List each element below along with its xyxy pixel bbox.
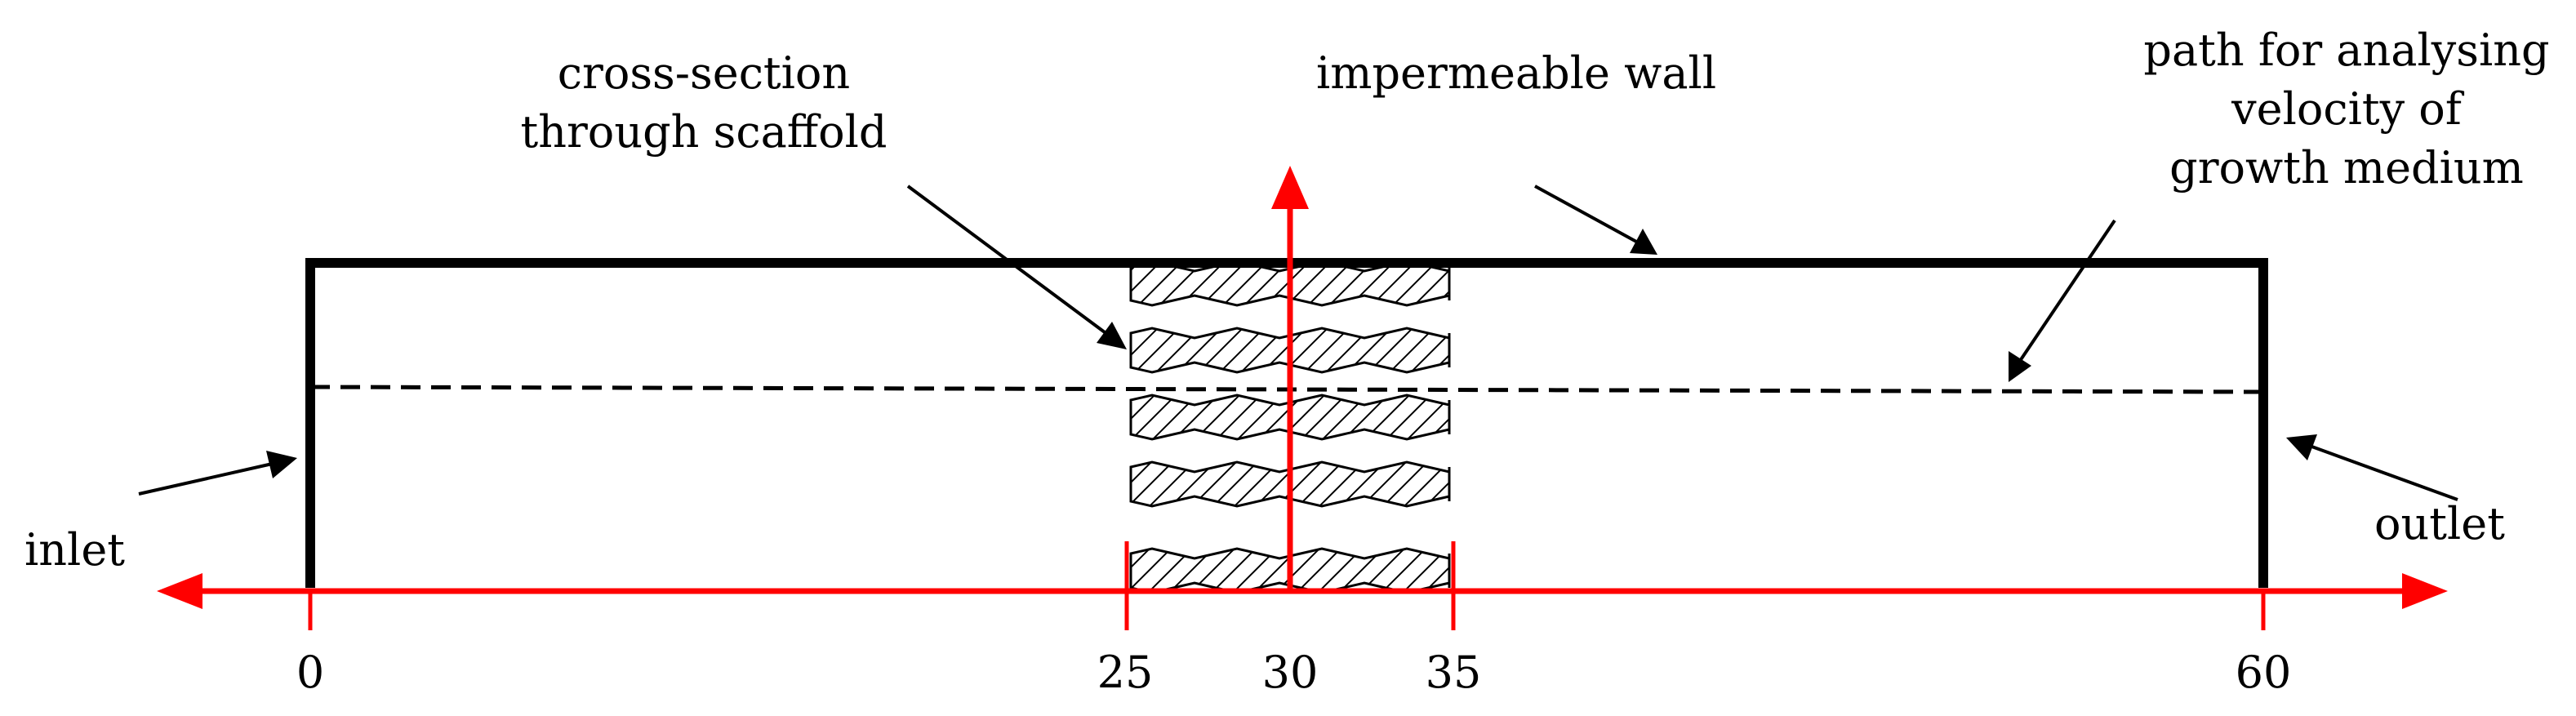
outlet-leader-arrow [2286,434,2458,501]
inlet-leader-arrow [138,451,297,496]
path-leader-arrow [2009,219,2116,382]
inlet-label: inlet [24,524,125,576]
tick-label-30: 30 [1262,647,1319,698]
path-label-line2: velocity of [2231,83,2465,135]
cross-section-label-line1: cross-section [558,47,850,99]
tick-label-0: 0 [296,647,324,698]
x-axis-left-arrowhead [157,573,202,609]
impermeable-wall-leader-arrow [1534,185,1657,255]
tick-label-25: 25 [1097,647,1154,698]
cross-section-label-line2: through scaffold [521,106,888,158]
y-axis-arrowhead [1271,166,1309,209]
path-label-line1: path for analysing [2143,24,2549,76]
tick-label-60: 60 [2236,647,2292,698]
x-axis-right-arrowhead [2402,573,2448,609]
analysis-path-dashed-line [309,385,2264,394]
impermeable-wall-label: impermeable wall [1316,47,1716,99]
cross-section-leader-arrow [906,185,1127,349]
path-label-line3: growth medium [2169,142,2524,193]
tick-label-35: 35 [1426,647,1482,698]
outlet-label: outlet [2374,498,2505,549]
